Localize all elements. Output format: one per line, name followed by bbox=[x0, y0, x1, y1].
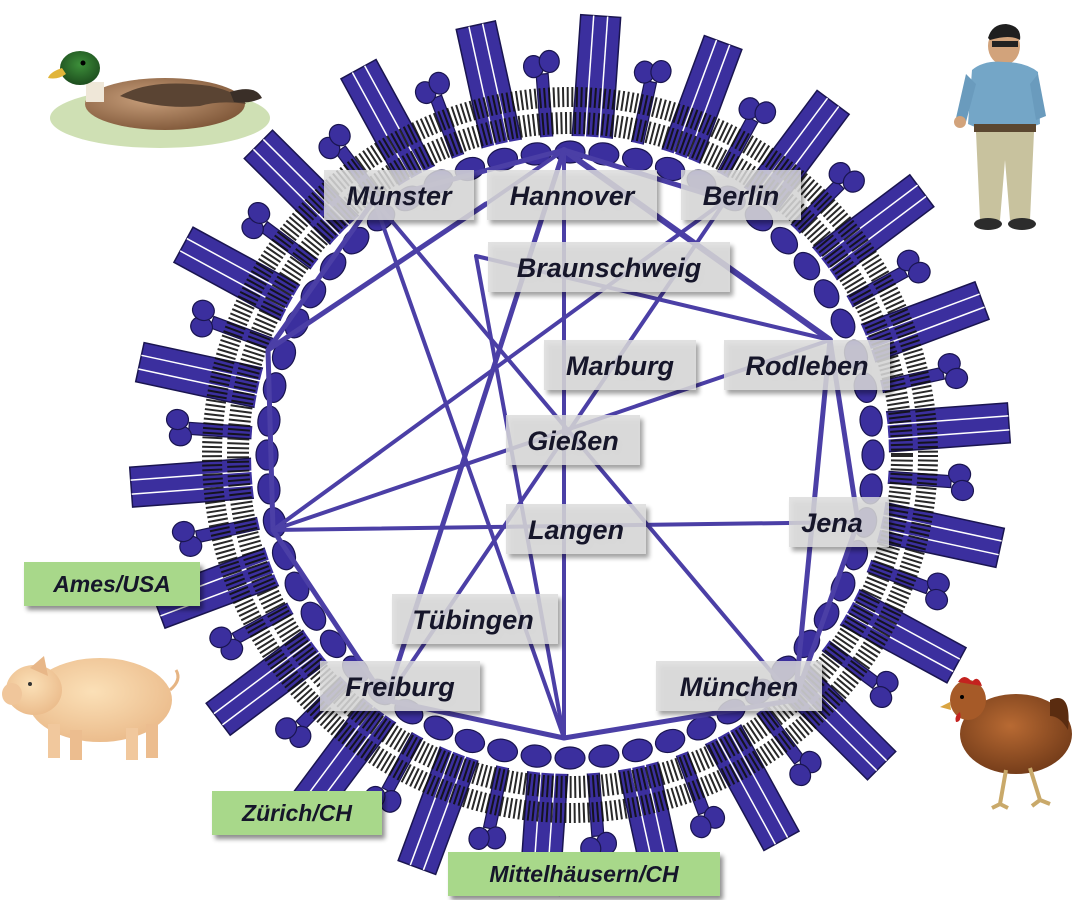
node-label-langen: Langen bbox=[528, 515, 624, 545]
node-label-muenchen: München bbox=[680, 672, 799, 702]
matrix-protein bbox=[555, 747, 585, 769]
node-hannover: Hannover bbox=[487, 170, 657, 220]
node-label-berlin: Berlin bbox=[703, 181, 780, 211]
node-label-marburg: Marburg bbox=[566, 351, 675, 381]
node-label-jena: Jena bbox=[801, 508, 863, 538]
node-label-muenster: Münster bbox=[346, 181, 453, 211]
node-label-braunschweig: Braunschweig bbox=[517, 253, 702, 283]
node-marburg: Marburg bbox=[544, 340, 696, 390]
node-tuebingen: Tübingen bbox=[392, 594, 558, 644]
chicken-icon bbox=[940, 677, 1072, 808]
matrix-protein bbox=[256, 440, 278, 470]
node-label-hannover: Hannover bbox=[510, 181, 636, 211]
man-icon bbox=[954, 24, 1046, 230]
node-label-rodleben: Rodleben bbox=[745, 351, 868, 381]
external-label-ames: Ames/USA bbox=[52, 571, 171, 597]
duck-icon bbox=[48, 51, 270, 148]
node-langen: Langen bbox=[506, 504, 646, 554]
node-jena: Jena bbox=[789, 497, 889, 547]
node-freiburg: Freiburg bbox=[320, 661, 480, 711]
node-muenster: Münster bbox=[324, 170, 474, 220]
node-berlin: Berlin bbox=[681, 170, 801, 220]
node-rodleben: Rodleben bbox=[724, 340, 890, 390]
external-zuerich: Zürich/CH bbox=[212, 791, 382, 835]
external-label-zuerich: Zürich/CH bbox=[241, 800, 352, 826]
external-label-mittelhaeusern: Mittelhäusern/CH bbox=[489, 861, 679, 887]
external-ames: Ames/USA bbox=[24, 562, 200, 606]
node-label-giessen: Gießen bbox=[527, 426, 619, 456]
pig-icon bbox=[2, 656, 178, 760]
node-muenchen: München bbox=[656, 661, 822, 711]
matrix-protein bbox=[862, 440, 884, 470]
node-label-tuebingen: Tübingen bbox=[412, 605, 533, 635]
external-mittelhaeusern: Mittelhäusern/CH bbox=[448, 852, 720, 896]
node-braunschweig: Braunschweig bbox=[488, 242, 730, 292]
node-label-freiburg: Freiburg bbox=[345, 672, 455, 702]
node-giessen: Gießen bbox=[506, 415, 640, 465]
